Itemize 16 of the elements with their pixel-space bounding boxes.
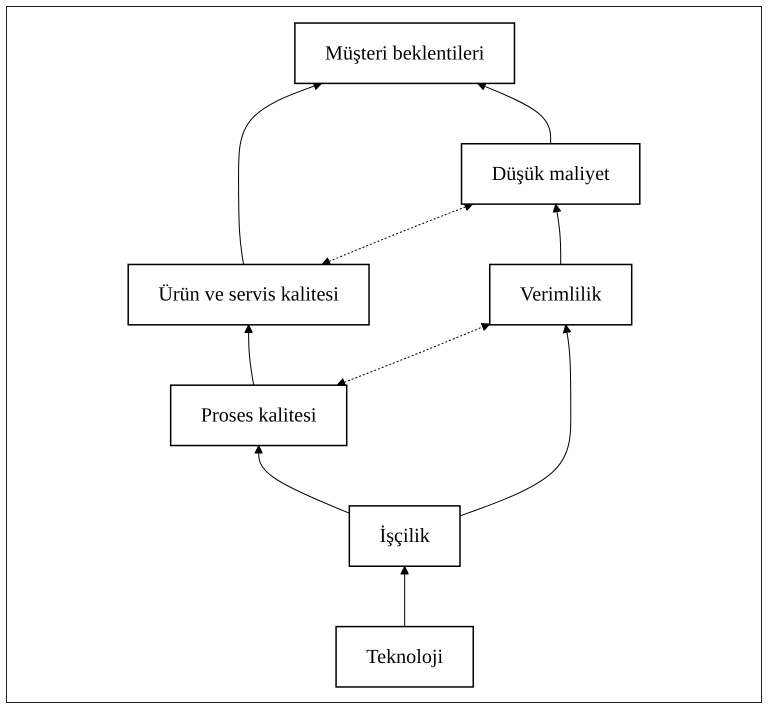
arrow: [477, 82, 552, 144]
arrow: [400, 565, 410, 626]
arrow: [322, 202, 474, 265]
arrow: [552, 203, 562, 264]
node-box: Verimlilik: [489, 263, 632, 326]
arrow: [460, 324, 572, 516]
node-box: İşçilik: [348, 504, 461, 566]
arrow: [244, 324, 254, 385]
arrow: [254, 444, 350, 514]
node-box: Düşük maliyet: [460, 142, 641, 204]
node-box: Teknoloji: [335, 625, 474, 688]
arrow: [238, 81, 322, 264]
arrow: [336, 322, 490, 386]
node-box: Müşteri beklentileri: [294, 22, 516, 84]
node-box: Proses kalitesi: [170, 384, 348, 446]
node-box: Ürün ve servis kalitesi: [127, 263, 370, 326]
